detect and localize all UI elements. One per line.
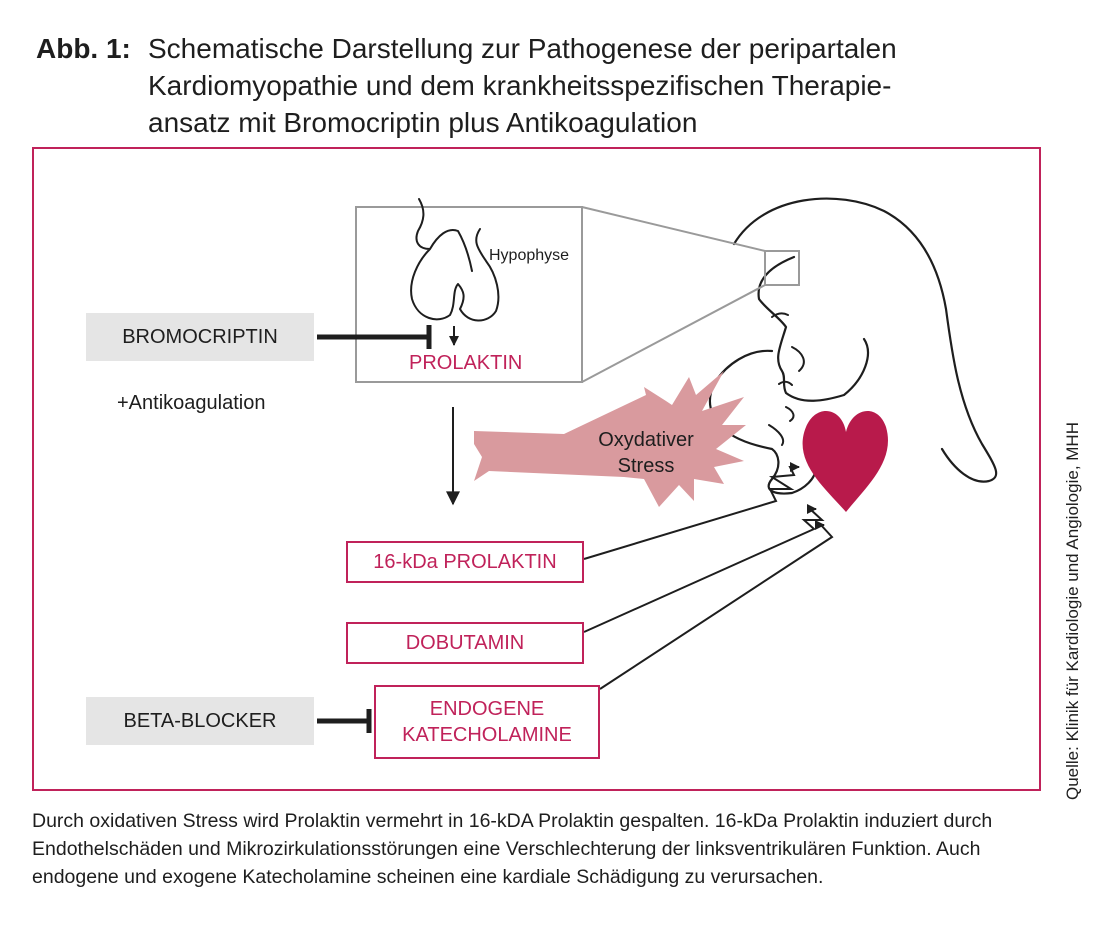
prolaktin-label: PROLAKTIN — [409, 352, 523, 374]
hypophyse-zoom-box — [355, 206, 583, 383]
antikoagulation-label: +Antikoagulation — [117, 392, 266, 414]
katecholamine-to-heart-line — [599, 520, 834, 690]
stress-label: Oxydativer Stress — [590, 427, 702, 479]
stress-label-line-1: Oxydativer — [598, 429, 694, 451]
baby-face-details — [768, 380, 795, 446]
dobutamin-to-heart-line — [583, 504, 825, 633]
heart-icon — [802, 410, 888, 512]
hypophyse-drawing — [410, 198, 500, 322]
figure-label: Abb. 1: — [36, 33, 131, 64]
hypophyse-label: Hypophyse — [489, 247, 570, 264]
katecholamine-line-2: KATECHOLAMINE — [402, 724, 572, 746]
mother-silhouette — [732, 197, 998, 483]
source-credit: Quelle: Klinik für Kardiologie und Angio… — [1063, 422, 1082, 800]
baby-silhouette — [708, 349, 818, 495]
stress-label-line-2: Stress — [617, 455, 675, 477]
title-line-1: Schematische Darstellung zur Pathogenese… — [148, 33, 897, 64]
title-line-2: Kardiomyopathie und dem krankheitsspezif… — [148, 70, 892, 101]
oxidative-stress-burst — [474, 371, 746, 507]
katecholamine-box: ENDOGENE KATECHOLAMINE — [374, 685, 600, 759]
zoom-line-top — [581, 206, 766, 252]
kda-prolaktin-box: 16-kDa PROLAKTIN — [346, 541, 584, 583]
beta-blocker-box: BETA-BLOCKER — [86, 697, 314, 745]
mother-face-details — [771, 312, 805, 372]
kda-to-heart-line — [583, 462, 800, 560]
bromocriptin-box: BROMOCRIPTIN — [86, 313, 314, 361]
head-focus-box — [764, 250, 800, 286]
figure-title: Abb. 1: Schematische Darstellung zur Path… — [36, 30, 1046, 141]
dobutamin-box: DOBUTAMIN — [346, 622, 584, 664]
diagram-frame: Hypophyse PROLAKTIN BROMOCRIPTIN +Antiko… — [32, 147, 1041, 791]
katecholamine-line-1: ENDOGENE — [429, 698, 545, 720]
diagram-artwork — [317, 197, 998, 733]
figure-caption: Durch oxidativen Stress wird Prolaktin v… — [32, 810, 993, 888]
title-line-3: ansatz mit Bromocriptin plus Antikoagula… — [148, 107, 698, 138]
zoom-line-bottom — [581, 284, 766, 383]
